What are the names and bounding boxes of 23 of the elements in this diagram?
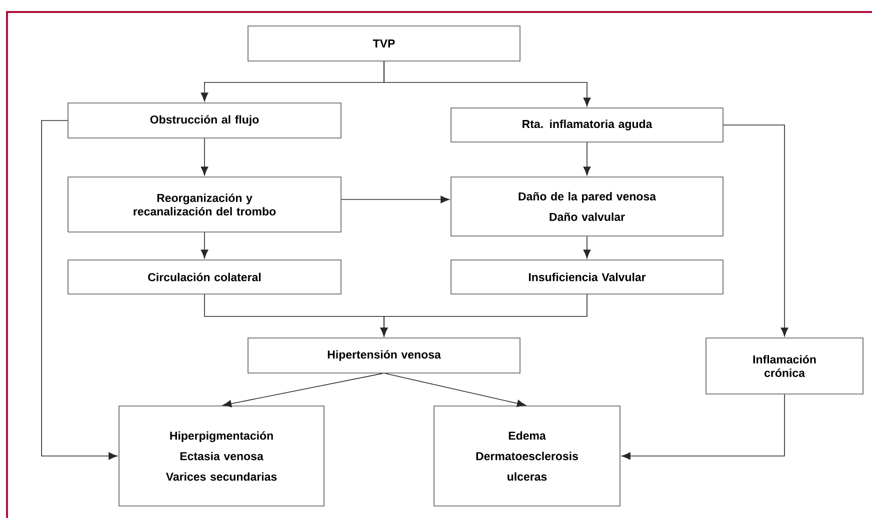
arrow [384,373,526,408]
arrow [384,61,591,106]
arrow [200,138,208,176]
arrow [200,232,208,258]
process-box: Obstrucción al flujo [68,102,342,138]
process-box: Edema Dermatoesclerosis ulceras [434,406,620,506]
process-box: Hiperpigmentación Ectasia venosa Varices secundarias [118,406,324,506]
arrow [583,142,591,176]
arrow [222,373,384,408]
process-box: Reorganización y recanalización del trombo [68,176,342,232]
arrow [583,236,591,258]
process-box: Insuficiencia Valvular [450,260,724,294]
process-box: TVP [248,26,520,62]
arrow [41,120,118,460]
process-box: Rta. inflamatoria aguda [450,108,724,142]
process-box: Circulación colateral [68,260,342,294]
arrow [341,196,450,204]
arrow [723,124,788,336]
process-box: Inflamación crónica [706,338,864,394]
arrow [622,394,785,460]
process-box: Hipertensión venosa [248,338,520,374]
arrow [380,294,588,336]
process-box: Daño de la pared venosa Daño valvular [450,176,724,236]
